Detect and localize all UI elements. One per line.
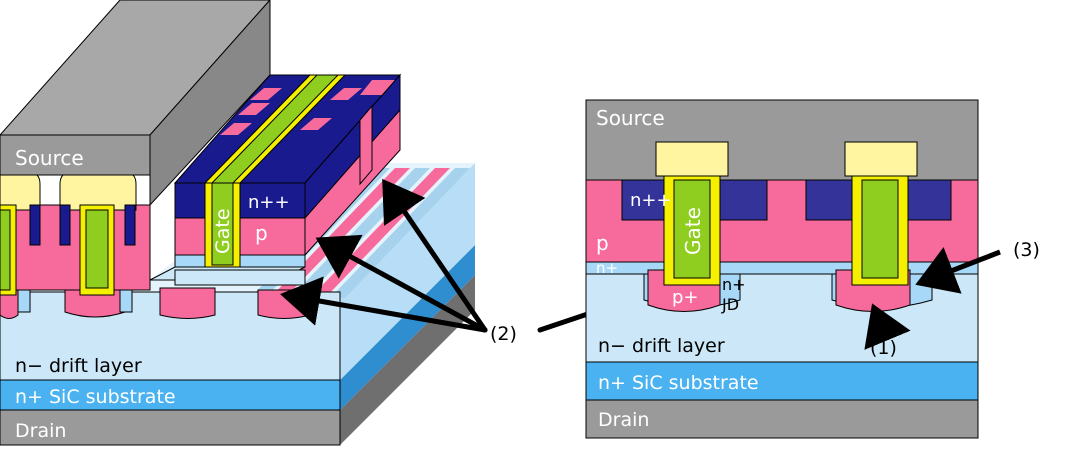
gate-left-2 xyxy=(85,209,109,289)
right-jd-label: JD xyxy=(721,295,739,314)
right-gate-label: Gate xyxy=(681,207,705,255)
left-substrate-label: n+ SiC substrate xyxy=(15,386,176,408)
right-p-label: p xyxy=(596,231,609,255)
left-npp-label: n++ xyxy=(248,192,290,213)
cutaway-pink-stripes xyxy=(220,80,398,135)
left-3d-structure: Source Gate n++ p n− xyxy=(0,0,475,446)
drain-layer xyxy=(0,409,341,446)
right-substrate xyxy=(585,361,979,401)
right-drain-label: Drain xyxy=(598,409,649,431)
source-front-face xyxy=(0,134,151,176)
left-drift-label: n− drift layer xyxy=(15,355,142,377)
substrate-side-face xyxy=(340,245,475,410)
right-pplus-label: p+ xyxy=(672,287,699,308)
left-source-label: Source xyxy=(15,146,84,170)
left-gate-label: Gate xyxy=(212,208,234,254)
cutaway-gate-front xyxy=(211,182,234,266)
right-source-label: Source xyxy=(596,106,665,130)
right-contact-2 xyxy=(844,141,918,177)
annotation-1-arrow xyxy=(864,303,911,350)
right-drift-label: n− drift layer xyxy=(598,335,725,357)
contact-left-2 xyxy=(59,171,137,211)
right-gate-1 xyxy=(673,179,711,279)
substrate-layer xyxy=(0,379,341,411)
annotation-3-arrow xyxy=(915,247,1001,294)
right-npp-label: n++ xyxy=(630,190,672,211)
right-drain xyxy=(585,399,979,439)
right-nplus-label: n+ xyxy=(596,259,618,277)
annotation-3-label: (3) xyxy=(1013,239,1040,261)
left-p-label: p xyxy=(255,221,268,245)
annotation-1-label: (1) xyxy=(870,337,897,359)
drain-side-face xyxy=(340,275,475,445)
right-jd-n-label: n+ xyxy=(722,275,746,294)
right-cross-section: Source Gate n++ p n+ p+ n+ JD n− drift xyxy=(585,99,979,439)
right-contact-1 xyxy=(655,141,729,177)
right-substrate-label: n+ SiC substrate xyxy=(598,372,759,394)
right-gate-2 xyxy=(861,179,899,279)
annotation-2-label: (2) xyxy=(490,323,517,345)
right-nplus-band xyxy=(585,261,979,275)
left-drain-label: Drain xyxy=(15,420,66,442)
contact-left-1 xyxy=(0,171,41,211)
gate-left-1 xyxy=(0,209,11,291)
drift-side-face xyxy=(340,163,475,380)
